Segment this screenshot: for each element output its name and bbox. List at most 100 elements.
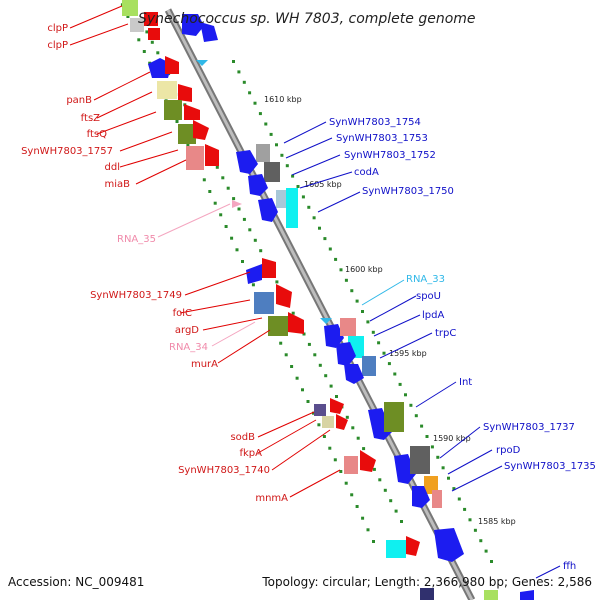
gene-label[interactable]: RNA_33 [406,274,445,285]
gene-label[interactable]: SynWH7803_1740 [178,465,270,476]
gene-feature[interactable] [186,146,204,170]
guide-dot [479,539,483,543]
genome-backbone [164,8,476,600]
gene-feature[interactable] [130,18,144,32]
gene-label[interactable]: Int [459,377,472,388]
gene-feature[interactable] [144,12,158,26]
gene-feature[interactable] [340,318,356,336]
gene-feature[interactable] [178,84,192,102]
gene-feature[interactable] [362,356,376,376]
guide-dot [142,50,146,53]
guide-dot [344,278,348,282]
gene-feature[interactable] [406,536,420,556]
gene-feature[interactable] [164,100,182,120]
guide-dot [275,280,279,284]
gene-feature[interactable] [520,590,534,600]
gene-feature[interactable] [232,200,242,208]
gene-label[interactable]: clpP [47,40,68,51]
gene-feature[interactable] [432,490,442,508]
gene-feature[interactable] [182,14,204,36]
gene-feature[interactable] [484,590,498,600]
gene-feature[interactable] [193,120,209,140]
gene-feature[interactable] [236,150,258,174]
gene-label[interactable]: SynWH7803_1752 [344,150,436,161]
gene-label[interactable]: sodB [230,432,255,443]
guide-dot [420,424,424,428]
gene-feature[interactable] [386,540,406,558]
gene-label[interactable]: SynWH7803_1757 [21,146,113,157]
gene-label[interactable]: ddl [105,162,120,173]
guide-dot [235,248,239,252]
gene-label[interactable]: RNA_34 [169,342,208,353]
gene-feature[interactable] [178,124,196,144]
gene-label[interactable]: RNA_35 [117,234,156,245]
gene-feature[interactable] [324,324,344,348]
gene-label[interactable]: SynWH7803_1753 [336,133,428,144]
guide-dot [248,91,252,95]
gene-feature[interactable] [184,104,200,120]
guide-dot [372,467,376,471]
gene-label[interactable]: spoU [416,291,441,302]
guide-dot [430,445,434,449]
gene-feature[interactable] [344,364,364,384]
gene-feature[interactable] [336,414,348,430]
gene-feature[interactable] [384,402,404,432]
gene-feature[interactable] [288,312,304,334]
gene-feature[interactable] [424,476,438,494]
gene-feature[interactable] [165,56,179,74]
gene-label[interactable]: SynWH7803_1750 [362,186,454,197]
gene-feature[interactable] [420,588,434,600]
gene-feature[interactable] [157,81,177,99]
gene-feature[interactable] [434,528,464,562]
gene-label[interactable]: SynWH7803_1754 [329,117,421,128]
gene-feature[interactable] [196,60,208,66]
gene-feature[interactable] [205,144,219,166]
gene-feature[interactable] [122,0,138,16]
gene-feature[interactable] [314,404,326,416]
gene-label[interactable]: panB [66,95,92,106]
gene-feature[interactable] [276,284,292,308]
gene-label[interactable]: SynWH7803_1735 [504,461,596,472]
left-leader-lines-pink [157,203,256,347]
gene-label[interactable]: fkpA [240,448,263,459]
gene-label[interactable]: lpdA [422,310,444,321]
gene-label[interactable]: SynWH7803_1737 [483,422,575,433]
gene-feature[interactable] [148,28,160,40]
gene-feature[interactable] [248,174,268,196]
gene-feature[interactable] [360,450,376,472]
reverse-strand-genes [182,14,534,600]
gene-label[interactable]: ftsQ [87,129,107,140]
gene-feature[interactable] [322,416,334,428]
gene-label[interactable]: SynWH7803_1749 [90,290,182,301]
gene-feature[interactable] [256,144,270,162]
gene-label[interactable]: miaB [104,179,130,190]
gene-label[interactable]: murA [191,359,218,370]
gene-label[interactable]: ffh [563,561,576,572]
guide-dot [447,476,450,480]
gene-label[interactable]: clpP [47,23,68,34]
gene-label[interactable]: ftsZ [81,113,100,124]
gene-feature[interactable] [410,446,430,474]
gene-feature[interactable] [262,258,276,278]
gene-feature[interactable] [412,486,430,508]
gene-feature[interactable] [330,398,344,414]
guide-dot [232,197,236,201]
gene-label[interactable]: rpoD [496,445,521,456]
gene-feature[interactable] [320,318,332,324]
gene-feature[interactable] [336,342,356,366]
gene-feature[interactable] [200,22,218,42]
guide-dot [313,353,317,357]
gene-feature[interactable] [254,292,274,314]
gene-label[interactable]: folC [173,308,192,319]
gene-label[interactable]: codA [354,167,379,178]
gene-feature[interactable] [258,198,278,222]
gene-feature[interactable] [264,162,280,182]
guide-dot [248,228,252,232]
gene-feature[interactable] [268,316,288,336]
gene-label[interactable]: mnmA [255,493,288,504]
gene-feature[interactable] [246,264,262,284]
gene-feature[interactable] [286,188,298,228]
gene-label[interactable]: argD [175,325,199,336]
gene-feature[interactable] [344,456,358,474]
gene-label[interactable]: trpC [435,328,456,339]
